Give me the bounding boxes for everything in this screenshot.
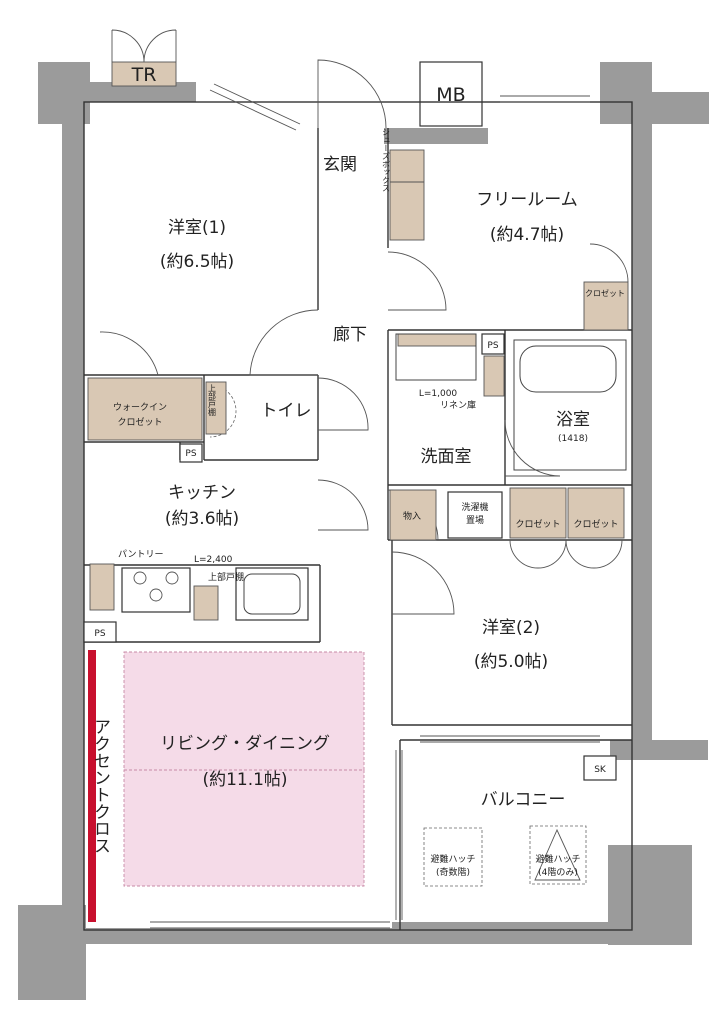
shoe-box-label: シューズボックス — [382, 128, 391, 192]
closet-b-label: クロゼット — [573, 518, 618, 530]
toilet-upper-shelf: 上部戸棚 — [208, 384, 217, 417]
balcony-label: バルコニー — [481, 790, 566, 810]
bath-name: 浴室 — [556, 410, 590, 430]
pantry-label: パントリー — [118, 549, 163, 560]
hatch-odd-line2: (奇数階) — [436, 866, 470, 878]
living-area — [88, 650, 365, 922]
washroom-label: 洗面室 — [421, 447, 472, 467]
free-room-name: フリールーム — [476, 190, 578, 210]
mb-box: MB — [419, 61, 483, 127]
washer-line1: 洗濯機 — [461, 501, 488, 513]
linen-length: L=1,000 — [419, 389, 458, 399]
tr-label: TR — [131, 64, 157, 86]
structural-walls — [18, 62, 709, 1000]
walkin-closet-line1: ウォークイン — [113, 402, 167, 413]
hatch-odd-line1: 避難ハッチ — [430, 853, 475, 865]
ps-bath: PS — [487, 341, 498, 351]
built-ins — [83, 149, 629, 887]
living-name: リビング・ダイニング — [160, 734, 330, 754]
accent-label: アクセントクロス — [90, 718, 110, 854]
ps-kitchen: PS — [94, 629, 105, 639]
entrance-label: 玄関 — [323, 155, 357, 175]
western1-size: (約6.5帖) — [160, 252, 234, 272]
linen-name: リネン庫 — [440, 399, 476, 411]
toilet-label: トイレ — [261, 401, 312, 421]
accent-wall — [88, 650, 96, 922]
free-closet-label: クロゼット — [585, 288, 625, 298]
tr-box: TR — [111, 29, 177, 87]
closet-a-label: クロゼット — [515, 518, 560, 530]
hallway-label: 廊下 — [333, 325, 367, 345]
western2-size: (約5.0帖) — [474, 652, 548, 672]
walkin-closet-line2: クロゼット — [117, 416, 162, 428]
washer-line2: 置場 — [466, 514, 484, 526]
kitchen-name: キッチン — [168, 483, 236, 503]
kitchen-size: (約3.6帖) — [165, 509, 239, 529]
kitchen-upper-shelf: 上部戸棚 — [208, 571, 244, 583]
living-size: (約11.1帖) — [202, 770, 287, 790]
mb-label: MB — [436, 84, 465, 106]
ps-toilet: PS — [185, 449, 196, 459]
bath-size: (1418) — [558, 434, 588, 444]
free-room-size: (約4.7帖) — [490, 225, 564, 245]
windows — [150, 83, 600, 929]
counter-length: L=2,400 — [194, 555, 233, 565]
western1-name: 洋室(1) — [168, 218, 226, 238]
sk-label: SK — [594, 765, 607, 775]
hatch-4f-line2: (4階のみ) — [538, 867, 578, 878]
storage-label: 物入 — [403, 510, 421, 522]
hatch-4f-line1: 避難ハッチ — [535, 853, 580, 865]
doors — [99, 59, 629, 615]
western2-name: 洋室(2) — [482, 618, 540, 638]
